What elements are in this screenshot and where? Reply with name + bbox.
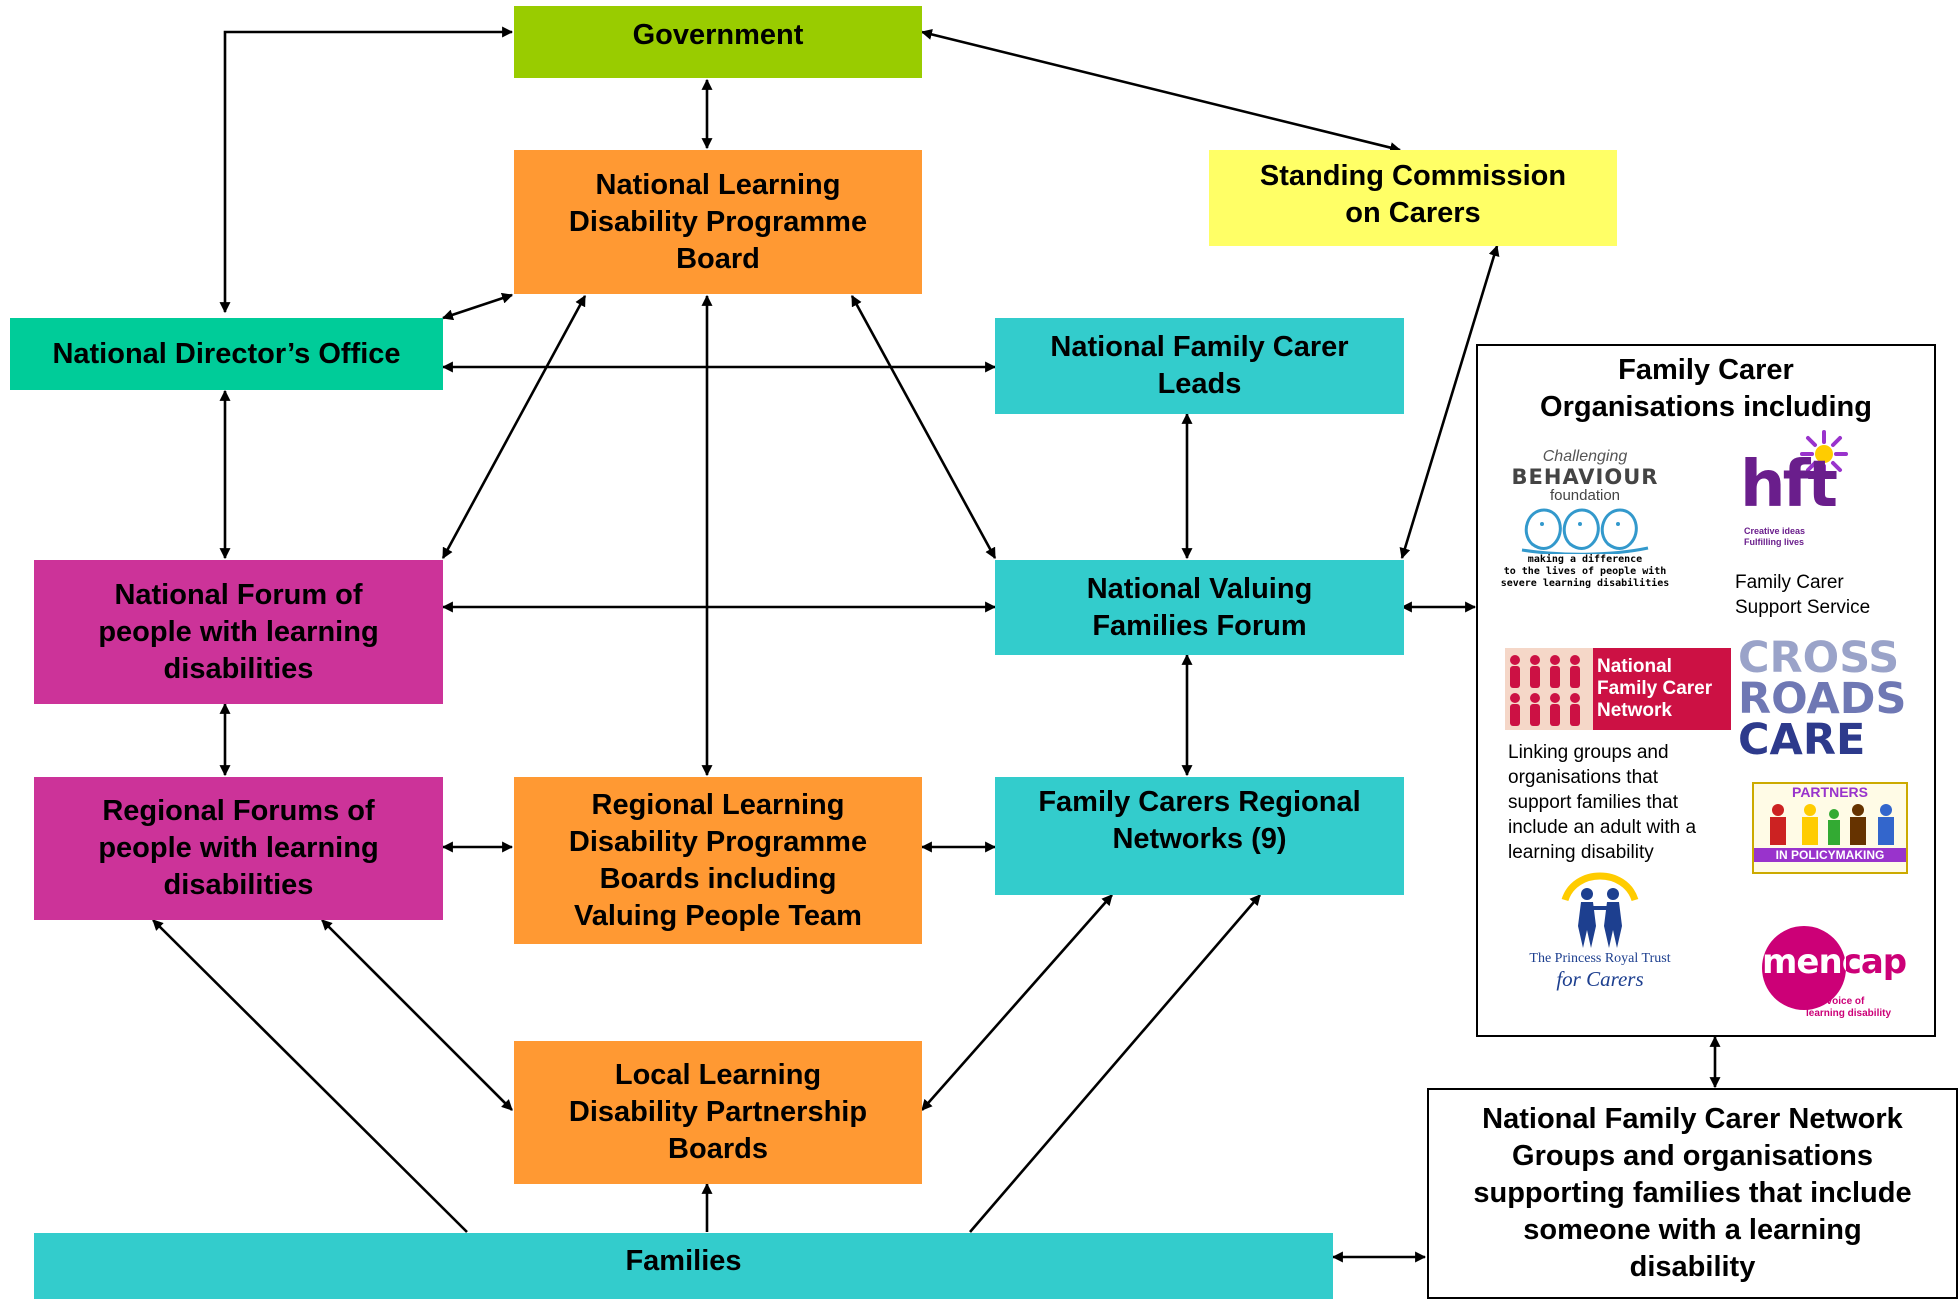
government-node[interactable]: Government: [514, 6, 922, 78]
directors-office-node[interactable]: National Director’s Office: [10, 318, 443, 390]
cbf-logo: Challenging BEHAVIOUR foundation making …: [1500, 448, 1670, 608]
cbf-logo-line3: foundation: [1549, 487, 1621, 504]
princess-royal-trust-line2: for Carers: [1556, 967, 1644, 991]
hft-logo: hft Creative ideas Fulfilling lives: [1740, 428, 1860, 568]
mencap-bubble-icon: [1762, 926, 1846, 1010]
crossroads-line1: CROSS: [1738, 633, 1900, 683]
crossroads-line3: CARE: [1738, 715, 1866, 765]
link-local-boards-regional-networks: [921, 894, 1113, 1111]
link-families-regional-networks: [969, 894, 1261, 1233]
princess-royal-trust-logo: The Princess Royal Trust for Carers: [1510, 860, 1690, 1000]
families-node[interactable]: Families: [34, 1233, 1333, 1299]
regional-forums-node[interactable]: Regional Forums of people with learning …: [34, 777, 443, 920]
nfcn-logo: National Family Carer Network: [1505, 648, 1731, 730]
link-programme-board-valuing-families: [850, 295, 997, 559]
regional-boards-node[interactable]: Regional Learning Disability Programme B…: [514, 777, 922, 944]
local-boards-node[interactable]: Local Learning Disability Partnership Bo…: [514, 1041, 922, 1184]
national-forum-node[interactable]: National Forum of people with learning d…: [34, 560, 443, 704]
regional-networks-node[interactable]: Family Carers Regional Networks (9): [995, 777, 1404, 895]
nfcn-caption: Linking groups and organisations that su…: [1508, 742, 1697, 863]
hft-logo-tagline: Creative ideas Fulfilling lives: [1744, 526, 1806, 547]
crossroads-line2: ROADS: [1738, 674, 1907, 724]
link-programme-board-directors-office: [441, 292, 514, 321]
link-programme-board-national-forum: [441, 295, 587, 559]
cbf-logo-line1: Challenging: [1542, 448, 1628, 465]
mencap-logo: mencap The voice of learning disability: [1758, 924, 1918, 1024]
panel-title: Family Carer Organisations including: [1540, 354, 1872, 423]
link-government-directors-office: [219, 26, 514, 314]
nfcn-logo-name: National Family Carer Network: [1597, 656, 1713, 721]
mencap-logo-tagline: The voice of learning disability: [1806, 996, 1892, 1019]
cbf-faces-icon: [1521, 508, 1649, 554]
partners-logo-bottom: IN POLICYMAKING: [1754, 848, 1906, 862]
cbf-logo-tagline: making a difference to the lives of peop…: [1500, 554, 1670, 589]
crossroads-logo: CROSS ROADS CARE: [1738, 633, 1908, 768]
valuing-families-node[interactable]: National Valuing Families Forum: [995, 560, 1404, 655]
link-standing-commission-valuing-families: [1399, 244, 1500, 560]
link-families-regional-forums: [152, 919, 468, 1233]
standing-commission-node[interactable]: Standing Commission on Carers: [1209, 150, 1617, 246]
family-carer-leads-node[interactable]: National Family Carer Leads: [995, 318, 1404, 414]
hft-sun-icon: [1800, 430, 1848, 478]
programme-board-node[interactable]: National Learning Disability Programme B…: [514, 150, 922, 294]
nfcn-people-icon: [1505, 648, 1593, 730]
partners-logo: PARTNERS IN POLICYMAKING: [1752, 782, 1908, 874]
princess-royal-trust-line1: The Princess Royal Trust: [1529, 951, 1671, 966]
hft-caption: Family Carer Support Service: [1735, 572, 1871, 618]
princess-royal-trust-figures-icon: [1561, 872, 1639, 948]
partners-logo-top: PARTNERS: [1792, 784, 1868, 800]
mencap-logo-name: mencap: [1762, 942, 1907, 982]
link-government-standing-commission: [920, 29, 1402, 153]
link-regional-forums-local-boards: [321, 919, 513, 1111]
nfcn-groups-node[interactable]: National Family Carer Network Groups and…: [1427, 1088, 1958, 1299]
cbf-logo-line2: BEHAVIOUR: [1511, 465, 1659, 489]
partners-people-icon: [1770, 804, 1894, 845]
hft-logo-name: hft: [1740, 448, 1838, 522]
